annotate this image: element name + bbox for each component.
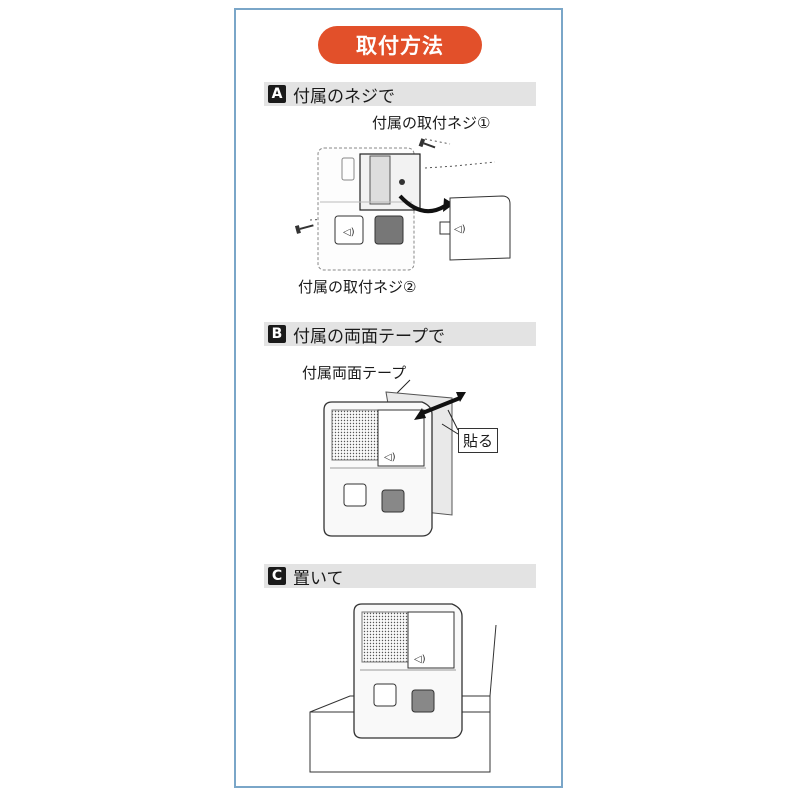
section-a-letter: A: [268, 85, 286, 103]
back-plate-slot: [369, 155, 391, 205]
speaker-grille: [361, 611, 409, 663]
double-arrow-icon: [419, 396, 461, 416]
svg-text:◁): ◁): [343, 227, 355, 238]
sensor-panel: [407, 611, 455, 669]
section-a-heading: 付属のネジで: [293, 86, 395, 107]
svg-text:◁): ◁): [454, 224, 466, 235]
svg-text:◁): ◁): [414, 654, 426, 665]
section-b-letter: B: [268, 325, 286, 343]
screw-mount-illustration: ◁) ◁): [294, 138, 511, 271]
chime-button-icon: [381, 489, 405, 513]
section-b-heading: 付属の両面テープで: [293, 326, 445, 347]
screw-1-label: 付属の取付ネジ①: [372, 114, 491, 132]
screw-2-label: 付属の取付ネジ②: [298, 278, 417, 296]
chime-button-icon: [411, 689, 435, 713]
section-a-header: A 付属のネジで: [264, 82, 536, 107]
section-b-header: B 付属の両面テープで: [264, 322, 536, 347]
placed-illustration: ◁): [309, 603, 497, 773]
receiver-card: [449, 195, 511, 261]
speaker-grille: [331, 409, 379, 461]
mount-hole: [341, 157, 355, 181]
tape-label: 付属両面テープ: [302, 364, 407, 382]
page-title: 取付方法: [318, 26, 482, 64]
tape-mount-illustration: ◁): [323, 379, 466, 537]
receiver-connector: [439, 221, 451, 235]
guide-line: [424, 138, 451, 145]
screw-hole: [399, 179, 405, 185]
speaker-button-icon: [343, 483, 367, 507]
guide-line: [424, 165, 456, 169]
curved-arrow-icon: [398, 194, 447, 214]
section-c-letter: C: [268, 567, 286, 585]
chime-button-icon: [374, 215, 404, 245]
section-c-heading: 置いて: [293, 568, 344, 589]
guide-line: [454, 161, 496, 167]
svg-text:◁): ◁): [384, 452, 396, 463]
screw-icon: [418, 138, 436, 149]
section-c-header: C 置いて: [264, 564, 536, 589]
speaker-button-icon: [373, 683, 397, 707]
speaker-button-icon: [334, 215, 364, 245]
stick-label: 貼る: [458, 428, 499, 453]
screw-icon: [294, 224, 314, 234]
